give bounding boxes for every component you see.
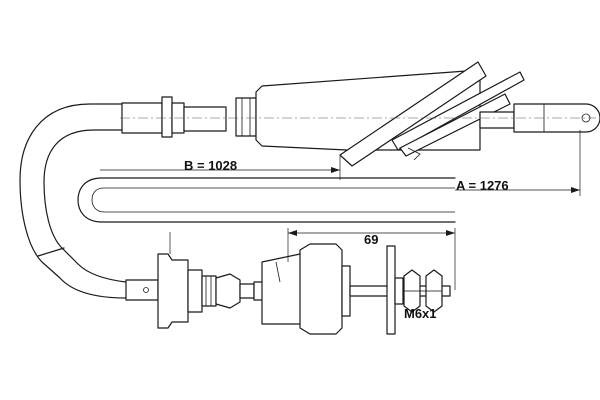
dimension-a: [455, 130, 581, 196]
threaded-rod: [349, 245, 451, 335]
bottom-adjuster: [125, 253, 265, 329]
bottom-boot: [261, 243, 351, 335]
top-boot: [255, 61, 525, 167]
label-thread: M6x1: [404, 306, 437, 321]
label-stroke: 69: [364, 232, 378, 247]
dimension-stroke: [287, 228, 456, 290]
sheath-joint: [37, 247, 65, 257]
inner-cable-loop: [77, 177, 456, 223]
cable-sheath: [19, 103, 127, 299]
label-b: B = 1028: [184, 158, 237, 173]
bracket-plate: [339, 61, 487, 167]
dimension-b: [100, 156, 341, 180]
label-a: A = 1276: [456, 178, 509, 193]
top-sleeve: [121, 96, 257, 138]
